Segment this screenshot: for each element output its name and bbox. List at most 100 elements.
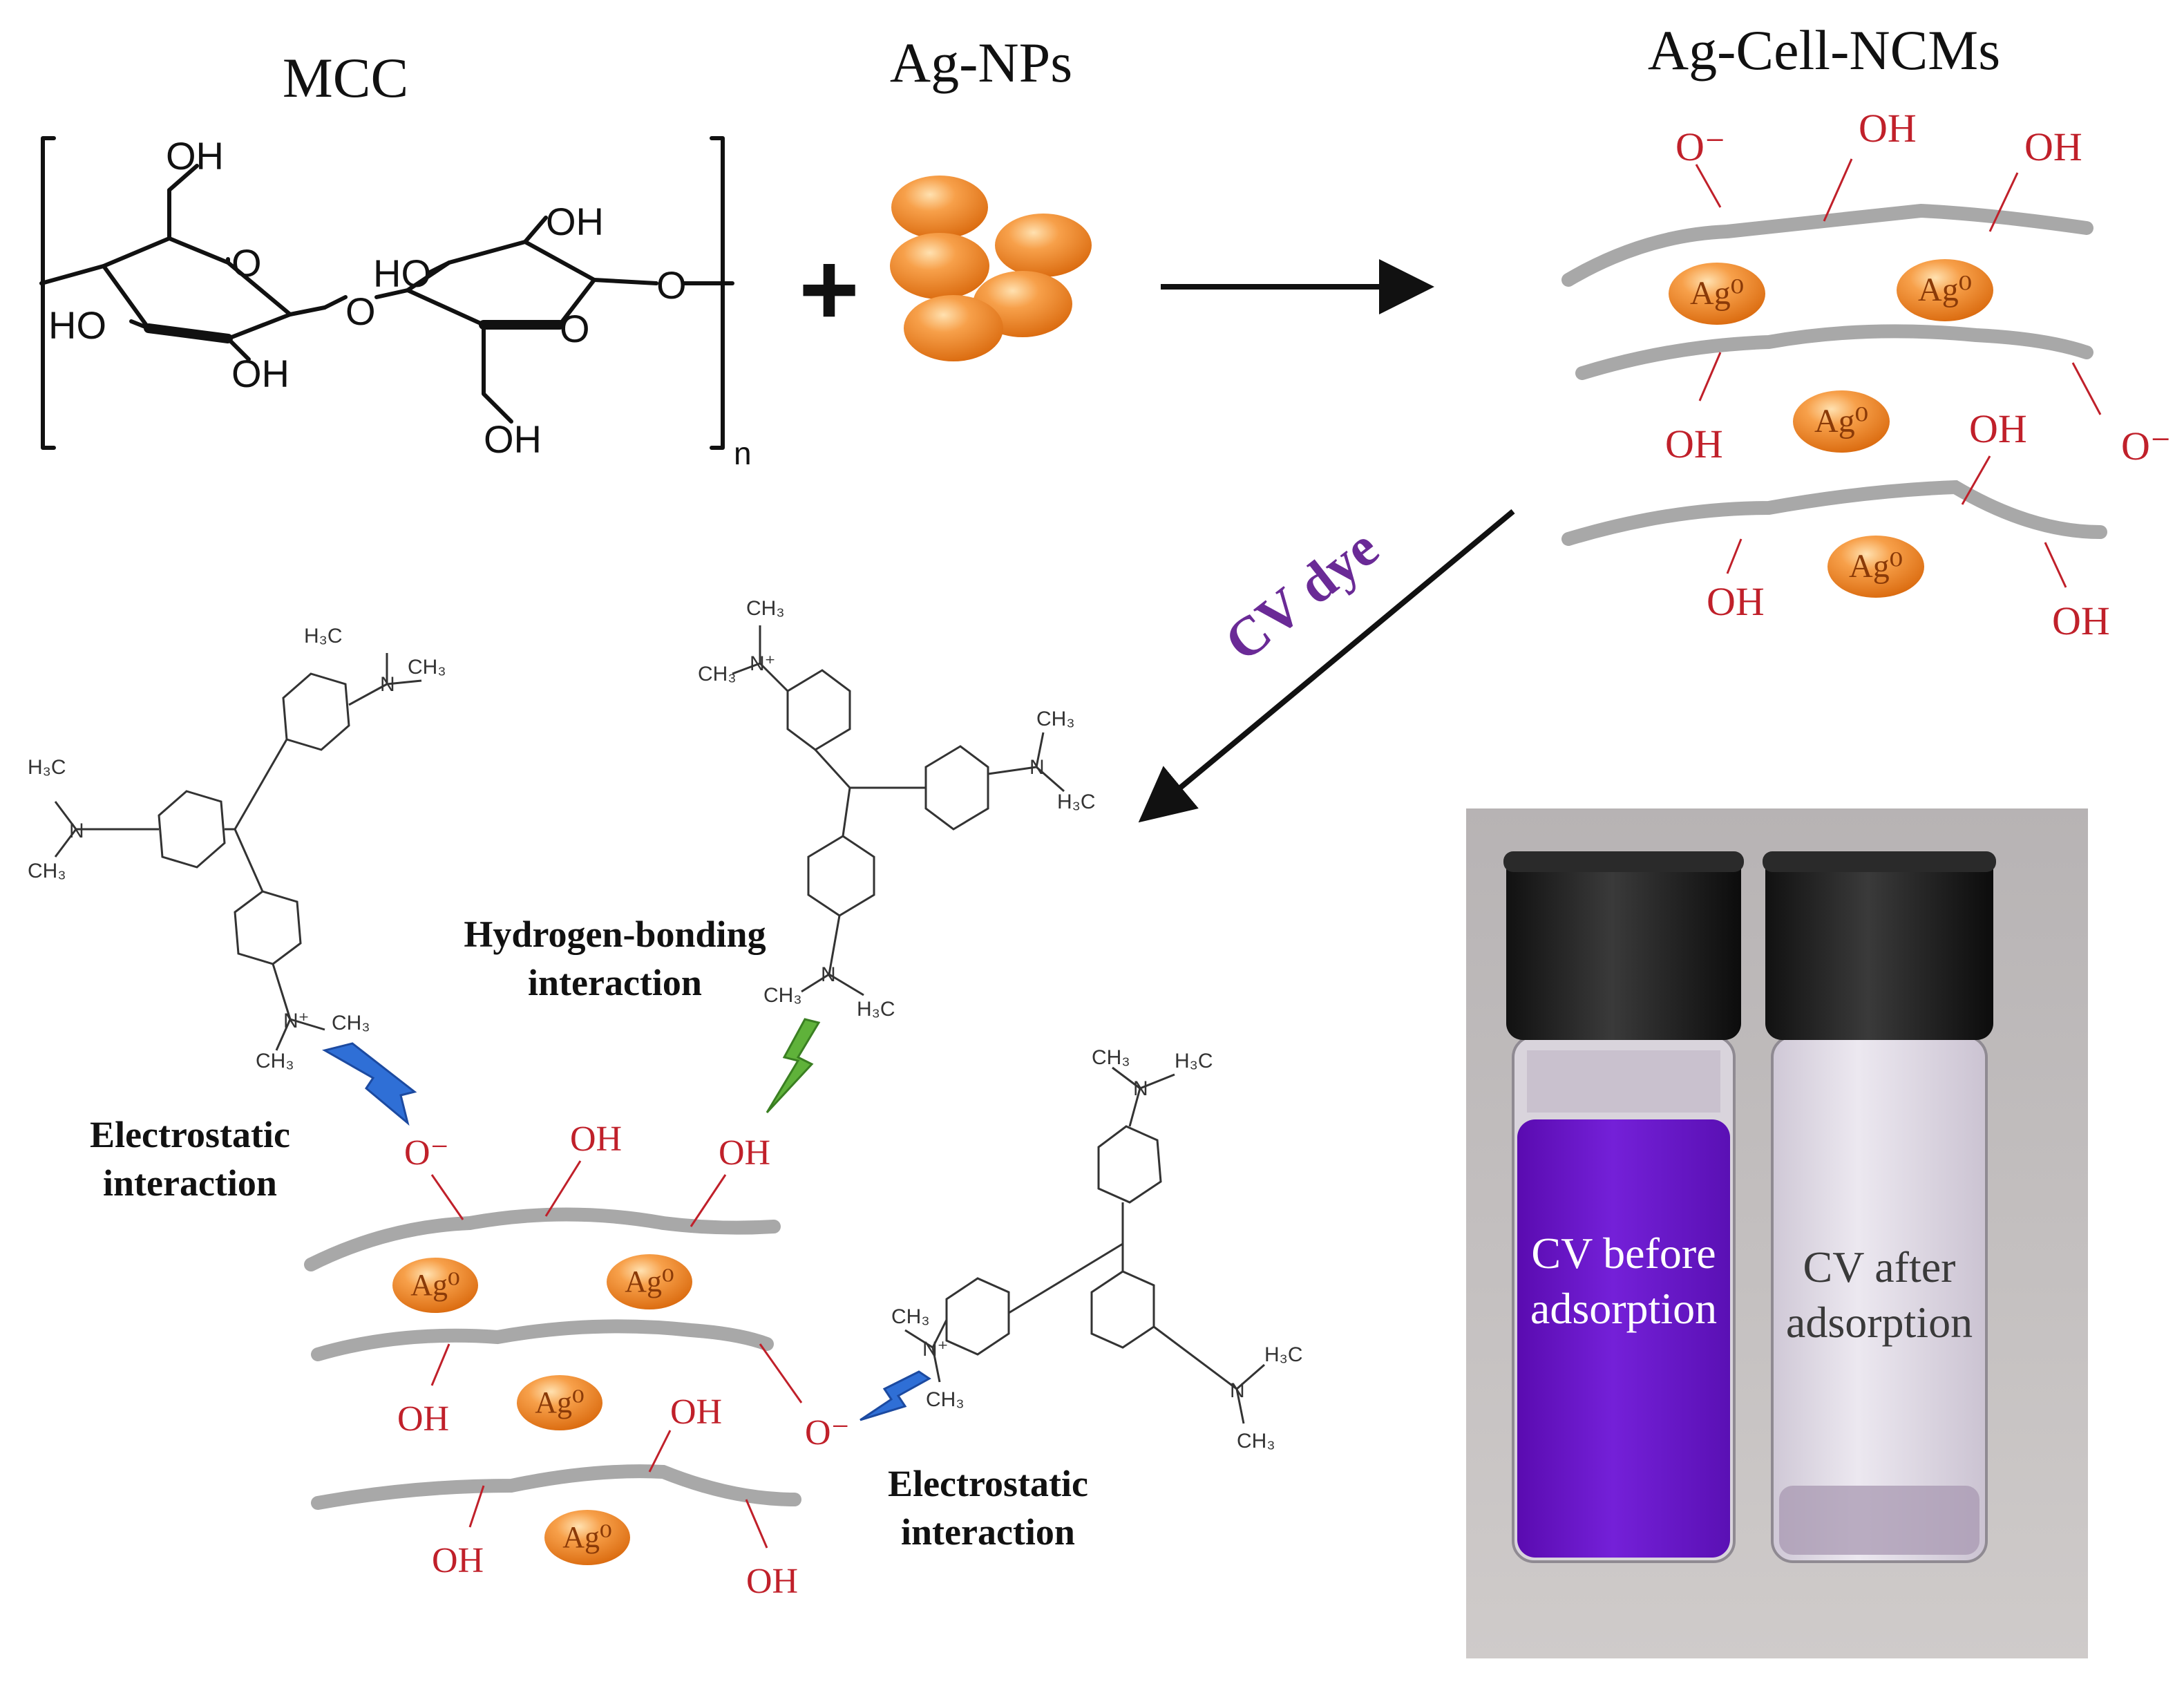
cellulose-chain: [1561, 203, 2093, 287]
ag0-label: Ag⁰: [625, 1265, 674, 1298]
product-oh: OH: [1969, 406, 2027, 451]
cv-molecule-top: [732, 625, 1065, 996]
cv-molecule-left: [54, 653, 422, 1051]
ag0-label: Ag⁰: [1814, 403, 1868, 439]
cv-n-label: N: [1133, 1077, 1148, 1100]
cv-molecules: [54, 625, 1265, 1424]
mcc-ho-left: HO: [48, 303, 106, 347]
cv-ch3-label: CH₃: [1237, 1430, 1275, 1453]
ag0-label: Ag⁰: [562, 1520, 611, 1554]
cv-n-plus-label: N⁺: [283, 1010, 310, 1032]
vial-after: [1763, 851, 1996, 1563]
bottom-o-minus: O⁻: [805, 1413, 850, 1453]
hydrogen-bond-bolt-icon: [766, 1018, 821, 1114]
cv-ch3-label: CH₃: [28, 860, 66, 882]
cv-dye-arrow: [1138, 509, 1515, 823]
bottom-oh: OH: [719, 1133, 770, 1173]
ag0-label: Ag⁰: [410, 1268, 459, 1302]
ag0-label: Ag⁰: [1690, 275, 1744, 312]
mcc-oh-top-right: OH: [546, 200, 604, 243]
ag0-label: Ag⁰: [1849, 548, 1903, 585]
cv-h3c-label: H₃C: [304, 625, 343, 647]
product-oh: OH: [1707, 579, 1765, 624]
electrostatic-left-line2: interaction: [103, 1162, 277, 1204]
bottom-oh: OH: [397, 1399, 449, 1439]
cv-ch3-label: CH₃: [1036, 708, 1075, 730]
electrostatic-right-line1: Electrostatic: [888, 1463, 1088, 1504]
vials-photo: CV before adsorption CV after adsorption: [1466, 808, 2088, 1658]
ag0-label: Ag⁰: [1918, 272, 1972, 308]
mcc-oh-top: OH: [166, 134, 224, 178]
agnp-cluster: [890, 176, 1092, 361]
cellulose-chain: [1561, 480, 2107, 546]
mcc-structure: [39, 136, 734, 450]
cv-ch3-label: CH₃: [256, 1050, 294, 1072]
bottom-oh: OH: [432, 1541, 484, 1580]
mcc-end-o: O: [656, 263, 687, 307]
cv-atom-labels: H₃C N CH₃ H₃C N CH₃ N⁺ CH₃ CH₃ CH₃ N⁺ CH…: [28, 597, 1303, 1453]
product-oh: OH: [2024, 124, 2082, 169]
bottom-o-minus: O⁻: [404, 1133, 449, 1173]
hbond-label-line1: Hydrogen-bonding: [464, 914, 766, 955]
product-oh: OH: [1665, 422, 1723, 466]
cellulose-chain: [311, 1319, 774, 1361]
mcc-ho-right: HO: [373, 252, 431, 295]
cv-n-label: N: [380, 673, 395, 696]
mcc-oh-bottom-left: OH: [231, 352, 289, 395]
product-nanocomposite: O⁻ OH OH OH O⁻ OH OH OH Ag⁰ Ag⁰ Ag⁰ Ag⁰: [1561, 106, 2172, 643]
mcc-ring-o-right: O: [560, 307, 590, 350]
vial-before-label-line2: adsorption: [1530, 1284, 1717, 1333]
cv-ch3-label: CH₃: [408, 656, 446, 679]
cv-ch3-label: CH₃: [891, 1305, 930, 1328]
cv-n-plus-label: N⁺: [922, 1338, 949, 1361]
cv-n-label: N: [1230, 1379, 1245, 1402]
ag0-label: Ag⁰: [535, 1385, 584, 1419]
bottom-nanocomposite: O⁻ OH OH OH O⁻ OH OH OH Ag⁰ Ag⁰ Ag⁰ Ag⁰: [304, 1119, 850, 1601]
vial-after-label-line2: adsorption: [1786, 1298, 1973, 1347]
vial-after-label-line1: CV after: [1803, 1242, 1956, 1292]
cv-n-label: N: [1029, 756, 1045, 779]
cv-h3c-label: H₃C: [28, 756, 66, 779]
cv-h3c-label: H₃C: [857, 998, 895, 1021]
product-o-minus: O⁻: [1675, 124, 1726, 169]
cv-h3c-label: H₃C: [1175, 1050, 1213, 1072]
cv-n-label: N: [821, 963, 836, 986]
cv-ch3-label: CH₃: [1092, 1046, 1130, 1069]
product-oh: OH: [2052, 598, 2110, 643]
cellulose-chain: [311, 1464, 801, 1510]
mcc-title: MCC: [283, 46, 408, 109]
subscript-n: n: [734, 435, 752, 471]
cv-molecule-right: [904, 1066, 1265, 1424]
product-title: Ag-Cell-NCMs: [1648, 19, 2000, 82]
cv-n-plus-label: N⁺: [750, 652, 776, 675]
electrostatic-left-line1: Electrostatic: [90, 1114, 290, 1155]
right-bracket: [710, 136, 725, 450]
mcc-atom-labels: OH O HO OH O OH HO O O OH: [48, 134, 687, 461]
electrostatic-bolt-icon: [860, 1370, 931, 1421]
hbond-label-line2: interaction: [528, 962, 702, 1003]
mcc-oh-bottom-right: OH: [484, 417, 542, 461]
cv-ch3-label: CH₃: [763, 984, 802, 1007]
cv-n-label: N: [69, 820, 84, 842]
product-o-minus: O⁻: [2121, 424, 2172, 469]
vial-before: [1503, 851, 1744, 1563]
electrostatic-right-line2: interaction: [901, 1511, 1075, 1553]
cv-ch3-label: CH₃: [698, 663, 737, 685]
cv-ch3-label: CH₃: [746, 597, 785, 620]
mcc-bridge-o: O: [345, 290, 376, 333]
plus-sign: +: [799, 231, 860, 347]
bottom-oh: OH: [570, 1119, 622, 1159]
cellulose-chain: [304, 1207, 781, 1271]
cv-ch3-label: CH₃: [332, 1012, 370, 1034]
cv-h3c-label: H₃C: [1057, 791, 1096, 813]
cv-dye-label: CV dye: [1214, 517, 1389, 673]
product-oh: OH: [1859, 106, 1917, 151]
bottom-oh: OH: [746, 1562, 798, 1601]
cv-h3c-label: H₃C: [1264, 1343, 1303, 1366]
mcc-ring-o-left: O: [231, 241, 262, 285]
cv-ch3-label: CH₃: [926, 1388, 965, 1411]
bottom-oh: OH: [670, 1392, 722, 1432]
vial-before-label-line1: CV before: [1531, 1229, 1716, 1278]
